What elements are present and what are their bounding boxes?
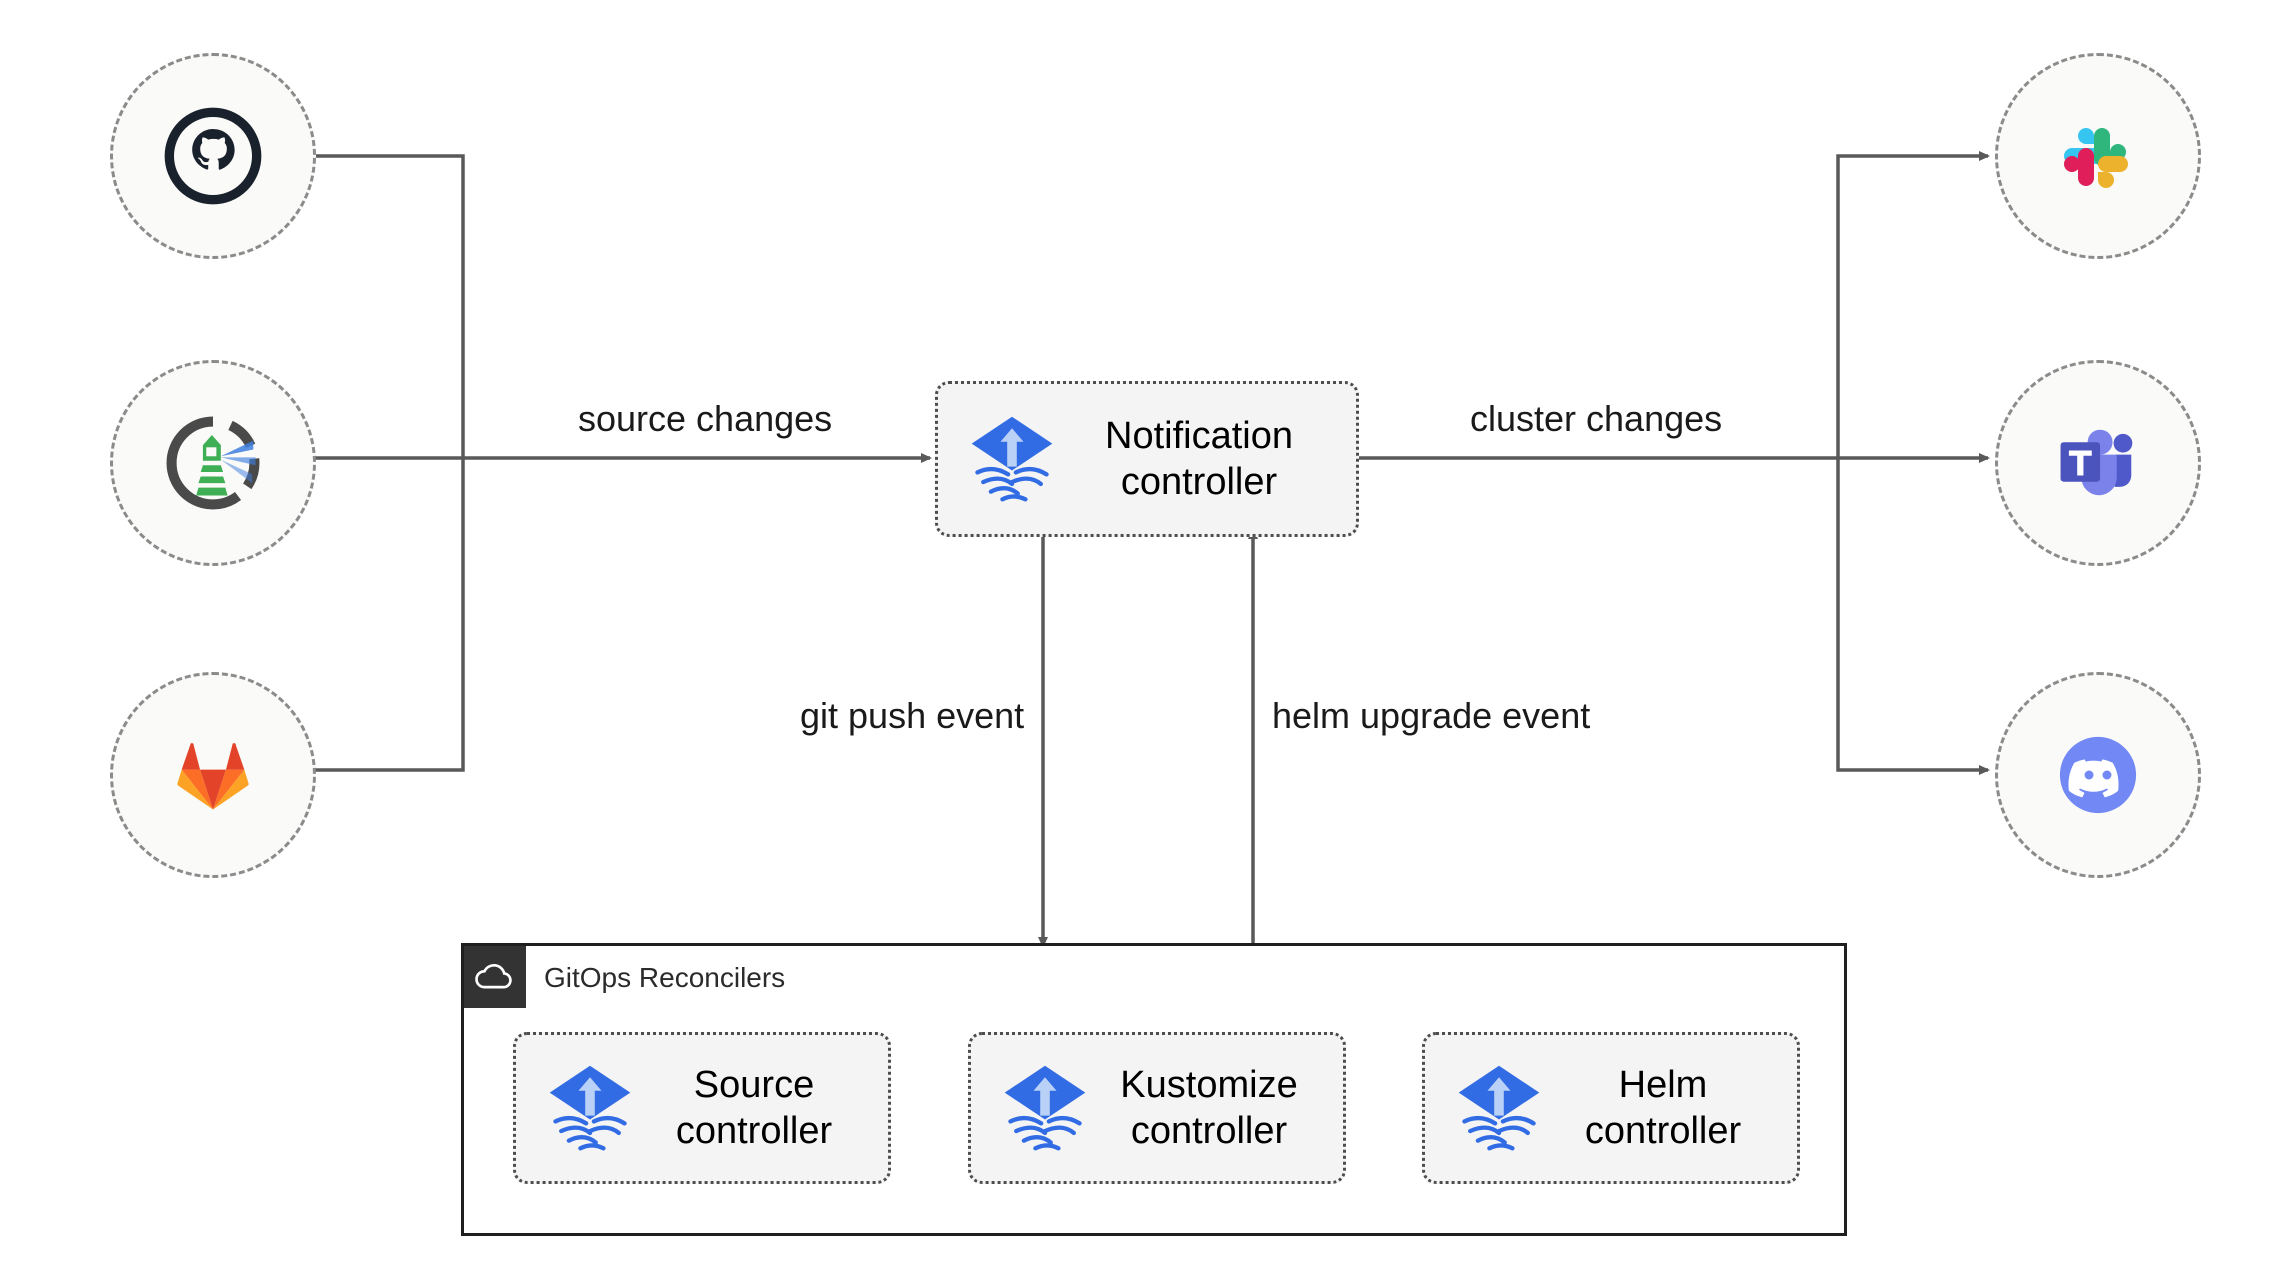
edge-label-git-push-event: git push event bbox=[800, 695, 1025, 736]
slack-icon bbox=[2064, 128, 2128, 188]
destination-node-discord[interactable] bbox=[1995, 672, 2201, 878]
edge-label-source-changes: source changes bbox=[578, 398, 833, 439]
github-icon bbox=[164, 107, 262, 205]
discord-icon bbox=[2059, 736, 2137, 814]
source-node-github[interactable] bbox=[110, 53, 316, 259]
flux-icon bbox=[1004, 1065, 1086, 1151]
flux-icon bbox=[1458, 1065, 1540, 1151]
source-controller-line1: Source bbox=[693, 1063, 815, 1106]
notification-controller-line1: Notification bbox=[1105, 414, 1293, 457]
cloud-icon-tab bbox=[464, 946, 526, 1008]
destination-node-slack[interactable] bbox=[1995, 53, 2201, 259]
source-node-gitlab[interactable] bbox=[110, 672, 316, 878]
helm-controller-line1: Helm bbox=[1618, 1063, 1708, 1106]
edge-label-cluster-changes: cluster changes bbox=[1470, 398, 1723, 439]
edge-to-slack bbox=[1836, 151, 1990, 458]
cloud-icon bbox=[475, 964, 512, 989]
helm-controller-line2: controller bbox=[1584, 1110, 1742, 1152]
source-controller-line2: controller bbox=[675, 1110, 833, 1152]
helm-icon bbox=[166, 416, 260, 510]
edge-to-discord bbox=[1836, 458, 1990, 775]
gitlab-icon bbox=[177, 743, 249, 810]
gitops-reconcilers-title: GitOps Reconcilers bbox=[544, 962, 786, 993]
flux-icon bbox=[549, 1065, 631, 1151]
kustomize-controller-line2: controller bbox=[1130, 1110, 1288, 1152]
source-node-helm[interactable] bbox=[110, 360, 316, 566]
ms-teams-icon bbox=[2060, 429, 2133, 496]
destination-node-teams[interactable] bbox=[1995, 360, 2201, 566]
notification-controller-line2: controller bbox=[1120, 461, 1278, 503]
flux-icon bbox=[971, 416, 1053, 502]
kustomize-controller-line1: Kustomize bbox=[1120, 1063, 1298, 1106]
edge-label-helm-upgrade-event: helm upgrade event bbox=[1272, 695, 1591, 736]
